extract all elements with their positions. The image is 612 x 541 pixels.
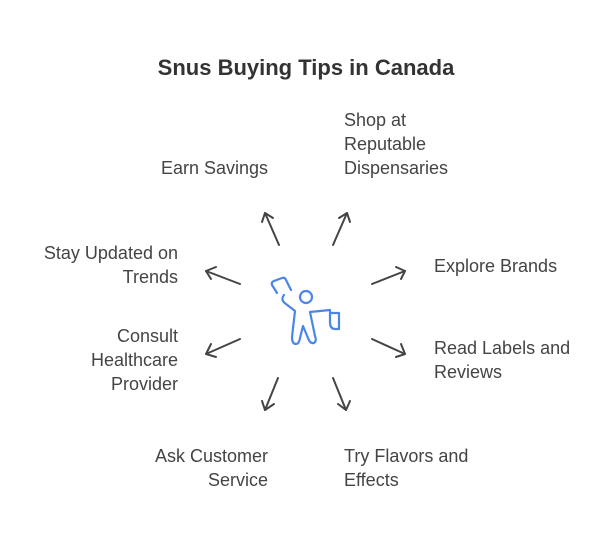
arrow-shop-reputable	[332, 212, 351, 246]
arrow-explore-brands	[371, 266, 406, 285]
arrow-try-flavors	[332, 377, 351, 411]
arrow-stay-updated	[205, 266, 241, 285]
tip-try-flavors: Try Flavors and Effects	[344, 446, 469, 490]
arrow-earn-savings	[261, 212, 280, 246]
tip-ask-service: Ask Customer Service	[154, 446, 268, 490]
diagram-title: Snus Buying Tips in Canada	[157, 55, 455, 80]
tip-explore-brands: Explore Brands	[434, 256, 558, 276]
arrow-consult-provider	[205, 338, 241, 358]
tip-stay-updated: Stay Updated on Trends	[43, 243, 178, 287]
tip-consult-provider: Consult Healthcare Provider	[90, 326, 178, 394]
tip-earn-savings: Earn Savings	[160, 158, 268, 178]
tip-shop-reputable: Shop at Reputable Dispensaries	[344, 110, 449, 178]
arrow-ask-service	[261, 377, 279, 411]
person-with-flags-icon	[270, 276, 341, 346]
tip-read-labels: Read Labels and Reviews	[434, 338, 571, 382]
arrow-read-labels	[371, 338, 406, 358]
